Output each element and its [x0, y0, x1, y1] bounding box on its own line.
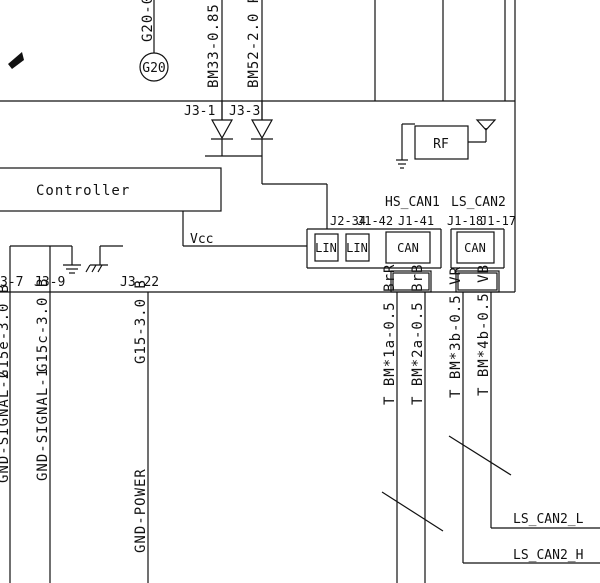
pin-j1-42: J1-42 — [357, 214, 393, 228]
pin-j3-3: J3-3 — [229, 104, 260, 119]
pin-j2-34: J2-34 — [330, 214, 366, 228]
g15c-wire-label: G15c-3.0 B — [35, 278, 51, 372]
g20-ground: G20 G20-0. — [139, 0, 169, 82]
diode-wires: BM33-0.85 G BM52-2.0 R J3-1 J3-3 — [184, 0, 328, 229]
pin-j3-9: J3-9 — [34, 275, 65, 290]
lin-2-label: LIN — [346, 241, 368, 255]
twist-mark — [448, 435, 512, 476]
pin-j3-7: 3-7 — [0, 275, 23, 290]
pin-j3-1: J3-1 — [184, 104, 215, 119]
bm52-wire-label: BM52-2.0 R — [246, 0, 262, 88]
antenna-icon — [475, 119, 497, 131]
can-2-label: CAN — [464, 241, 486, 255]
can-1-label: CAN — [397, 241, 419, 255]
ls-can2-label: LS_CAN2 — [451, 195, 506, 210]
controller-block: Controller Vcc — [0, 167, 307, 247]
bm2a-wire-label: T BM*2a-0.5 BrB — [410, 264, 426, 405]
bm33-wire-label: BM33-0.85 G — [206, 0, 222, 88]
ls-can2-l-label: LS_CAN2_L — [513, 512, 584, 527]
bm1a-wire-label: T BM*1a-0.5 BrR — [382, 264, 398, 405]
bm3b-wire-label: T BM*3b-0.5 VR — [448, 266, 464, 398]
hs-can1-label: HS_CAN1 — [385, 195, 440, 210]
lin-1-label: LIN — [315, 241, 337, 255]
g15e-wire-label: G15e-3.0 B — [0, 284, 12, 378]
g20-wire-label: G20-0. — [140, 0, 156, 42]
g20-label: G20 — [142, 61, 165, 76]
rf-block: RF — [396, 119, 497, 169]
diode-icon — [210, 119, 234, 140]
diode-icon — [250, 119, 274, 140]
can-bus-wires: T BM*1a-0.5 BrR T BM*2a-0.5 BrB T BM*3b-… — [381, 264, 600, 583]
twist-mark — [381, 491, 444, 532]
pin-j1-18: J1-18 — [447, 214, 483, 228]
ground-wires: 3-7 J3-9 J3-22 G15e-3.0 B GND-SIGNAL-2 G… — [0, 245, 159, 583]
pin-j1-17: J1-17 — [480, 214, 516, 228]
ls-can2-h-label: LS_CAN2_H — [513, 548, 583, 563]
pin-j1-41: J1-41 — [398, 214, 434, 228]
bm4b-wire-label: T BM*4b-0.5 VB — [476, 264, 492, 396]
gnd-signal-2-label: GND-SIGNAL-2 — [0, 370, 12, 483]
connector-block: HS_CAN1 LS_CAN2 J2-34 J1-42 J1-41 J1-18 … — [306, 195, 516, 293]
rf-label: RF — [433, 137, 449, 152]
gnd-power-label: GND-POWER — [133, 468, 149, 553]
pin-j3-22: J3-22 — [120, 275, 159, 290]
gnd-signal-1-label: GND-SIGNAL-1 — [35, 368, 51, 481]
module-frame — [0, 0, 516, 293]
arrow-icon — [8, 52, 24, 69]
vcc-label: Vcc — [190, 232, 213, 247]
g15-wire-label: G15-3.0 B — [133, 279, 149, 364]
controller-label: Controller — [36, 183, 130, 199]
